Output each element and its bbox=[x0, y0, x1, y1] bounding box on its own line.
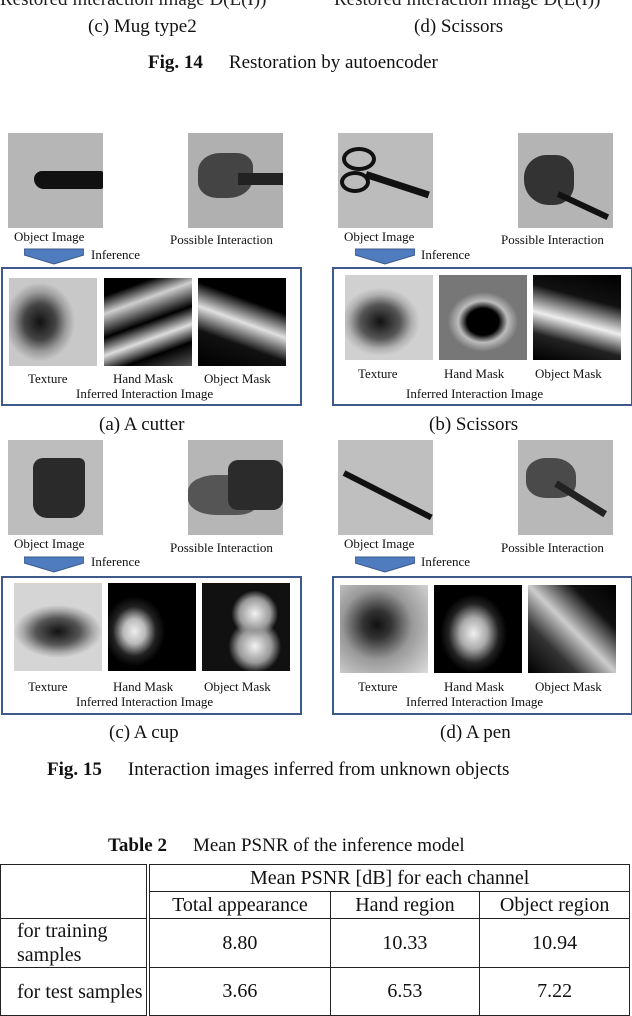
cutter-hand-mask-image bbox=[104, 278, 192, 366]
cell-test-total: 3.66 bbox=[147, 967, 331, 1016]
pen-hand-mask-label: Hand Mask bbox=[444, 679, 505, 694]
pen-inference-arrow-icon bbox=[355, 556, 415, 573]
cup-inferred-label: Inferred Interaction Image bbox=[76, 694, 214, 709]
subcaption-mug-type2: (c) Mug type2 bbox=[88, 16, 197, 37]
cutter-inferred-label: Inferred Interaction Image bbox=[76, 386, 214, 401]
cup-object-image bbox=[8, 440, 103, 535]
panel-c-caption: (c) A cup bbox=[109, 722, 179, 743]
scissors-inferred-label: Inferred Interaction Image bbox=[406, 386, 544, 401]
scissors-object-image bbox=[338, 133, 433, 228]
table-row: for training samples 8.80 10.33 10.94 bbox=[0, 918, 630, 968]
clipped-caption-right: Restored interaction image D(E(I)) bbox=[334, 0, 600, 11]
fig14-caption: Fig. 14 Restoration by autoencoder bbox=[148, 52, 438, 74]
panel-b-caption: (b) Scissors bbox=[429, 414, 519, 435]
table-group-header: Mean PSNR [dB] for each channel bbox=[147, 864, 631, 892]
pen-object-mask-image bbox=[528, 585, 616, 673]
cup-possible-interaction-label: Possible Interaction bbox=[170, 540, 273, 555]
cell-training-object: 10.94 bbox=[479, 918, 630, 968]
scissors-possible-interaction-image bbox=[518, 133, 613, 228]
pen-texture-image bbox=[340, 585, 428, 673]
scissors-inference-label: Inference bbox=[421, 247, 471, 262]
pen-possible-interaction-image bbox=[518, 440, 613, 535]
pen-possible-interaction-label: Possible Interaction bbox=[501, 540, 604, 555]
scissors-texture-label: Texture bbox=[358, 366, 398, 381]
scissors-possible-interaction-label: Possible Interaction bbox=[501, 232, 604, 247]
clipped-caption-left: Restored interaction image D(E(I)) bbox=[0, 0, 266, 11]
table2-number: Table 2 bbox=[108, 835, 167, 856]
cutter-inference-label: Inference bbox=[91, 247, 141, 262]
cup-object-mask-label: Object Mask bbox=[204, 679, 271, 694]
pen-inference-label: Inference bbox=[421, 554, 471, 569]
pen-inferred-label: Inferred Interaction Image bbox=[406, 694, 544, 709]
fig15-caption: Fig. 15 Interaction images inferred from … bbox=[47, 759, 509, 781]
column-header-object-region: Object region bbox=[479, 891, 630, 919]
scissors-object-mask-image bbox=[533, 275, 621, 360]
pen-object-image-label: Object Image bbox=[344, 536, 415, 551]
cup-object-mask-image bbox=[202, 583, 290, 671]
scissors-object-image-label: Object Image bbox=[344, 229, 415, 244]
scissors-hand-mask-label: Hand Mask bbox=[444, 366, 505, 381]
table-corner-cell bbox=[0, 864, 151, 919]
pen-object-mask-label: Object Mask bbox=[535, 679, 602, 694]
panel-d-caption: (d) A pen bbox=[440, 722, 511, 743]
fig15-number: Fig. 15 bbox=[47, 759, 102, 780]
cup-hand-mask-label: Hand Mask bbox=[113, 679, 174, 694]
column-header-hand-region: Hand region bbox=[329, 891, 481, 919]
pen-object-image bbox=[338, 440, 433, 535]
cutter-object-image bbox=[8, 133, 103, 228]
scissors-hand-mask-image bbox=[439, 275, 527, 360]
cup-inference-arrow-icon bbox=[24, 556, 84, 573]
psnr-table: Mean PSNR [dB] for each channel Total ap… bbox=[0, 864, 631, 1016]
scissors-texture-image bbox=[345, 275, 433, 360]
cup-object-image-label: Object Image bbox=[14, 536, 85, 551]
table-row: for test samples 3.66 6.53 7.22 bbox=[0, 967, 630, 1016]
table-column-header-row: Total appearance Hand region Object regi… bbox=[1, 891, 630, 919]
cutter-inference-arrow-icon bbox=[24, 248, 84, 265]
cutter-texture-image bbox=[9, 278, 97, 366]
cutter-texture-label: Texture bbox=[28, 371, 68, 386]
column-header-total-appearance: Total appearance bbox=[147, 891, 331, 919]
scissors-inference-arrow-icon bbox=[355, 248, 415, 265]
cell-test-object: 7.22 bbox=[479, 967, 630, 1016]
pen-texture-label: Texture bbox=[358, 679, 398, 694]
table2-title: Mean PSNR of the inference model bbox=[192, 835, 465, 856]
table-header-row: Mean PSNR [dB] for each channel bbox=[0, 864, 631, 919]
table2-caption: Table 2 Mean PSNR of the inference model bbox=[108, 835, 465, 857]
cup-inference-label: Inference bbox=[91, 554, 141, 569]
fig14-title: Restoration by autoencoder bbox=[228, 52, 438, 73]
cup-texture-image bbox=[14, 583, 102, 671]
subcaption-scissors-fig14: (d) Scissors bbox=[414, 16, 504, 37]
cutter-object-image-label: Object Image bbox=[14, 229, 85, 244]
row-label-training: for training samples bbox=[0, 918, 151, 968]
fig14-number: Fig. 14 bbox=[148, 52, 203, 73]
cup-hand-mask-image bbox=[108, 583, 196, 671]
cup-texture-label: Texture bbox=[28, 679, 68, 694]
cutter-possible-interaction-image bbox=[188, 133, 283, 228]
cell-test-hand: 6.53 bbox=[329, 967, 481, 1016]
cutter-hand-mask-label: Hand Mask bbox=[113, 371, 174, 386]
row-label-test: for test samples bbox=[0, 967, 151, 1016]
pen-hand-mask-image bbox=[434, 585, 522, 673]
cutter-possible-interaction-label: Possible Interaction bbox=[170, 232, 273, 247]
cup-possible-interaction-image bbox=[188, 440, 283, 535]
scissors-object-mask-label: Object Mask bbox=[535, 366, 602, 381]
fig15-title: Interaction images inferred from unknown… bbox=[127, 759, 510, 780]
cell-training-total: 8.80 bbox=[147, 918, 331, 968]
panel-a-caption: (a) A cutter bbox=[99, 414, 185, 435]
cell-training-hand: 10.33 bbox=[329, 918, 481, 968]
cutter-object-mask-image bbox=[198, 278, 286, 366]
cutter-object-mask-label: Object Mask bbox=[204, 371, 271, 386]
